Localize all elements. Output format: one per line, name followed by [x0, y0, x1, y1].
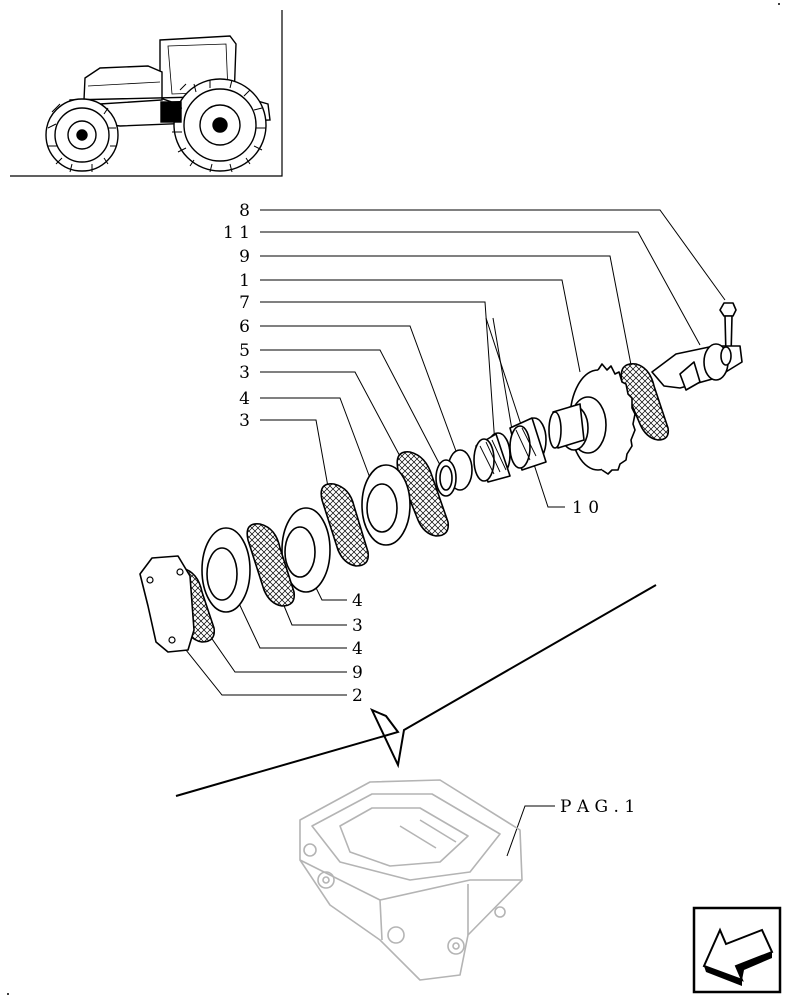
callout-4-first: 4: [239, 389, 250, 409]
part-disc-4c: [201, 527, 251, 613]
part-disc-4b: [281, 507, 331, 593]
callout-1: 1: [239, 271, 250, 291]
callout-8: 8: [239, 201, 250, 221]
callout-2: 2: [352, 686, 363, 706]
part-gear: [548, 363, 636, 475]
callout-6: 6: [239, 317, 250, 337]
part-sleeve: [651, 343, 743, 391]
part-ring-5-inner: [439, 465, 453, 491]
callout-10: 1 0: [572, 498, 599, 518]
callout-labels: 8 1 1 9 1 7 6 5 3 4 3 1 0 4 3 4 9 2 P A …: [223, 201, 635, 817]
part-plate-3a: [396, 451, 450, 537]
callout-4-second: 4: [352, 591, 363, 611]
callout-7: 7: [239, 293, 250, 313]
print-mark: [778, 3, 780, 5]
callout-11: 1 1: [223, 223, 250, 243]
callout-3-second: 3: [239, 411, 250, 431]
housing-ghost: [299, 779, 523, 981]
callout-3-third: 3: [352, 616, 363, 636]
tractor-thumbnail: [45, 35, 271, 173]
callout-4-third: 4: [352, 639, 363, 659]
callout-5: 5: [239, 341, 250, 361]
part-disc-4a: [361, 464, 411, 546]
arrow-back-icon: [702, 927, 774, 986]
callout-9-upper: 9: [239, 247, 250, 267]
print-mark: [7, 993, 9, 995]
part-needle-bearings: [473, 417, 547, 483]
section-divider: [175, 584, 657, 797]
page-reference-label: P A G . 1: [560, 797, 635, 817]
back-nav-button[interactable]: [692, 906, 782, 994]
part-plate-3b: [320, 483, 370, 567]
part-base-plate: [139, 555, 195, 653]
callout-9-lower: 9: [352, 663, 363, 683]
part-plate-upper: [620, 363, 670, 441]
callout-3-first: 3: [239, 363, 250, 383]
part-plate-3c: [246, 523, 296, 607]
thumbnail-frame: [10, 10, 283, 177]
